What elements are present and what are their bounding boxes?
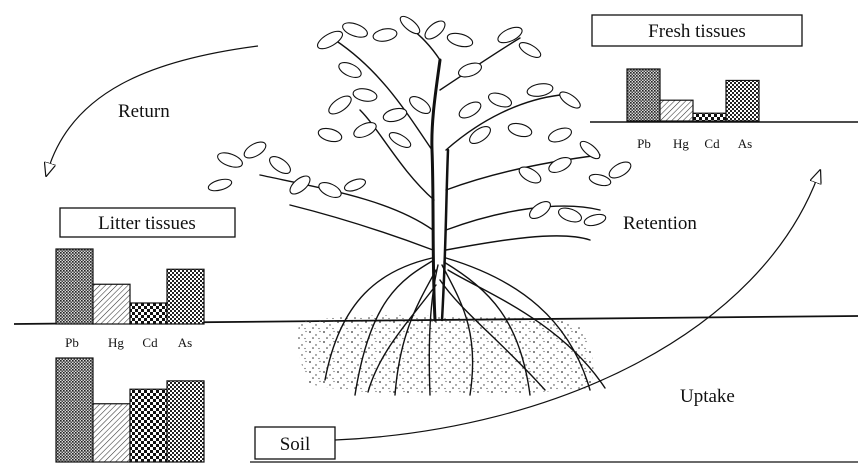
litter-tissues-bar-as — [167, 269, 204, 324]
fresh-element-labels: Pb Hg Cd As — [637, 136, 752, 151]
fresh-label-pb: Pb — [637, 136, 651, 151]
litter-element-labels: Pb Hg Cd As — [65, 335, 192, 350]
soil-bar-pb — [56, 358, 93, 462]
fresh-tissues-bar-as — [726, 80, 759, 121]
soil-label: Soil — [280, 434, 311, 455]
litter-label-hg: Hg — [108, 335, 124, 350]
litter-tissues-bar-hg — [93, 284, 130, 324]
fresh-label-cd: Cd — [704, 136, 720, 151]
litter-label-pb: Pb — [65, 335, 79, 350]
uptake-label: Uptake — [680, 386, 735, 407]
fresh-label-as: As — [738, 136, 752, 151]
soil-bar-hg — [93, 404, 130, 462]
return-label: Return — [118, 101, 170, 122]
fresh-tissues-bar-hg — [660, 100, 693, 121]
litter-label-cd: Cd — [142, 335, 158, 350]
retention-label: Retention — [623, 213, 697, 234]
fresh-label-hg: Hg — [673, 136, 689, 151]
litter-tissues-bars — [56, 249, 204, 324]
litter-tissues-bar-cd — [130, 303, 167, 324]
soil-bar-as — [167, 381, 204, 462]
fresh-tissues-bar-pb — [627, 69, 660, 121]
fresh-tissues-bars — [627, 69, 759, 121]
litter-tissues-label: Litter tissues — [98, 213, 196, 234]
soil-bar-cd — [130, 389, 167, 462]
litter-label-as: As — [178, 335, 192, 350]
soil-bars — [56, 358, 204, 462]
fresh-tissues-bar-cd — [693, 113, 726, 121]
litter-tissues-bar-pb — [56, 249, 93, 324]
fresh-tissues-label: Fresh tissues — [648, 21, 746, 42]
